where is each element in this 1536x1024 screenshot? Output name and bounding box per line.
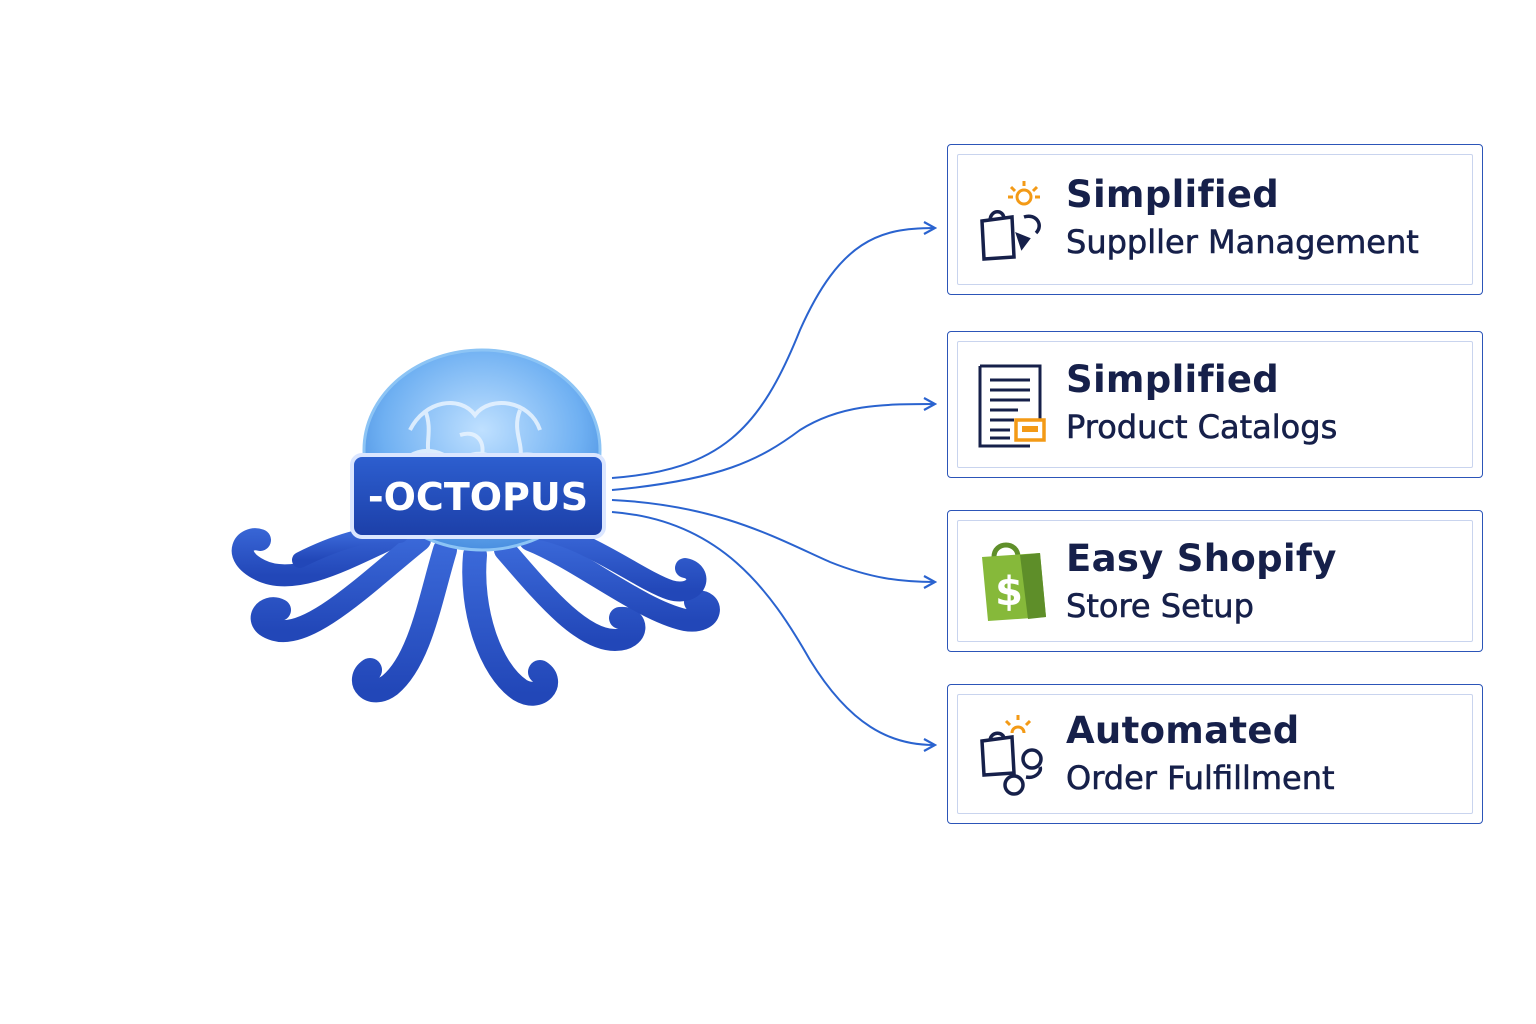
card-subtitle: Store Setup xyxy=(1066,587,1254,626)
catalog-document-icon xyxy=(978,364,1046,448)
svg-text:$: $ xyxy=(995,569,1023,615)
feature-card-shopify-setup[interactable]: $ Easy Shopify Store Setup xyxy=(947,510,1483,652)
card-subtitle: Product Catalogs xyxy=(1066,408,1338,447)
card-subtitle: Suppller Management xyxy=(1066,223,1419,262)
brand-banner xyxy=(350,453,606,539)
card-title: Easy Shopify xyxy=(1066,537,1337,580)
card-title: Simplified xyxy=(1066,358,1280,401)
card-subtitle: Order Fulfillment xyxy=(1066,759,1335,798)
feature-card-order-fulfillment[interactable]: Automated Order Fulfillment xyxy=(947,684,1483,824)
card-title: Automated xyxy=(1066,709,1300,752)
feature-card-product-catalogs[interactable]: Simplified Product Catalogs xyxy=(947,331,1483,478)
octopus-logo: -OCTOPUS xyxy=(231,348,720,706)
card-title: Simplified xyxy=(1066,173,1280,216)
brand-name: -OCTOPUS xyxy=(368,475,588,519)
fulfillment-icon xyxy=(980,715,1043,796)
feature-card-supplier-management[interactable]: Simplified Suppller Management xyxy=(947,144,1483,295)
shopify-bag-icon: $ xyxy=(982,542,1046,621)
supplier-icon xyxy=(980,181,1041,261)
